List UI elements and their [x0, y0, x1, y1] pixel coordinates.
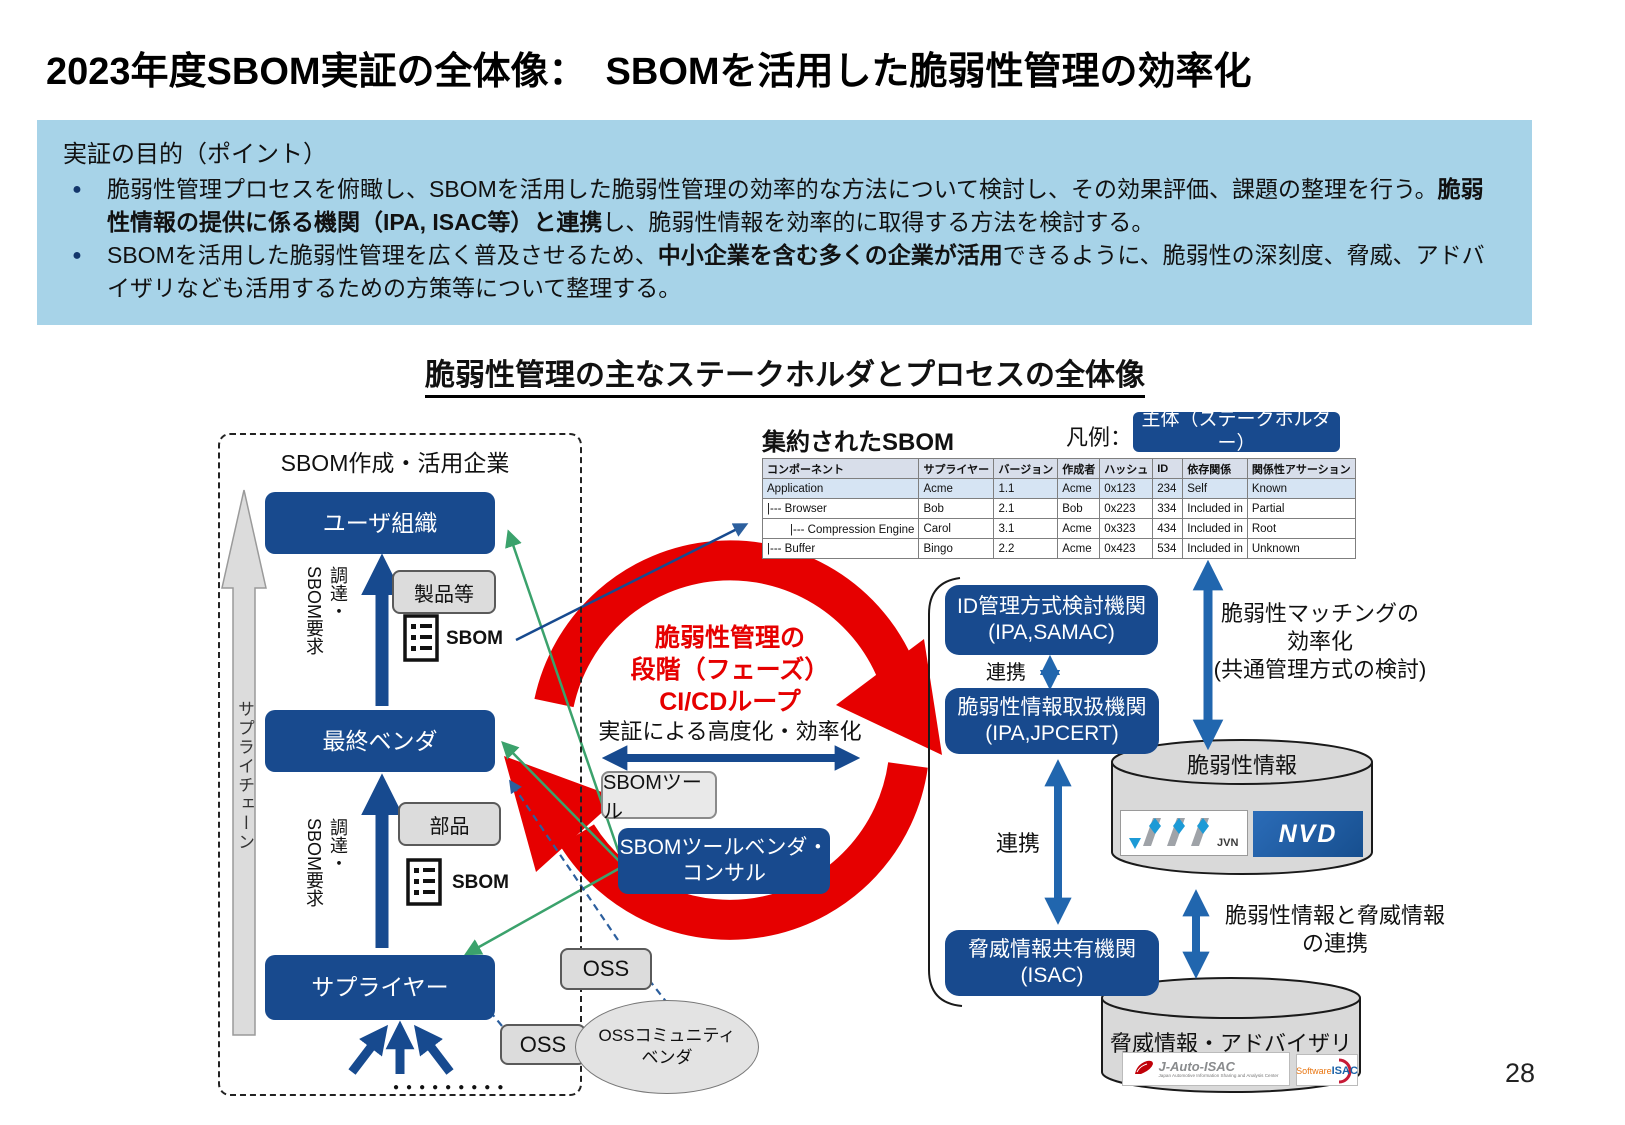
objective-heading: 実証の目的（ポイント） — [63, 141, 327, 168]
vuln-db-label: 脆弱性情報 — [1186, 753, 1297, 778]
sbom-label-1: SBOM — [446, 628, 503, 649]
legend-stakeholder-chip: 主体（ステークホルダー） — [1133, 409, 1340, 454]
arrows-into-supplier — [348, 1020, 454, 1075]
loop-text-block: 脆弱性管理の 段階（フェーズ） CI/CDループ 実証による高度化・効率化 — [575, 622, 885, 746]
supplier-box: サプライヤー — [265, 955, 495, 1020]
loop-arrowhead-right — [836, 639, 942, 755]
renkei-label-1: 連携 — [986, 662, 1026, 684]
objective-bullet-2: ● SBOMを活用した脆弱性管理を広く普及させるため、中小企業を含む多くの企業が… — [63, 239, 1506, 305]
threat-db-label: 脅威情報・アドバイザリ — [1109, 1031, 1352, 1056]
id-org-box: ID管理方式検討機関 (IPA,SAMAC) — [945, 585, 1158, 655]
threat-org-box: 脅威情報共有機関 (ISAC) — [945, 930, 1159, 996]
page-number: 28 — [1505, 1058, 1536, 1088]
sbom-tool-box: SBOMツール — [601, 771, 717, 823]
j-auto-isac-logo: J-Auto-ISAC Japan Automotive Information… — [1122, 1052, 1290, 1086]
company-group-label: SBOM作成・活用企業 — [280, 450, 510, 476]
loop-subtitle: 実証による高度化・効率化 — [598, 719, 862, 744]
tool-vendor-box: SBOMツールベンダ・ コンサル — [618, 828, 830, 894]
supply-chain-arrow — [221, 489, 267, 1036]
product-box: 製品等 — [392, 570, 496, 614]
matching-note: 脆弱性マッチングの 効率化 (共通管理方式の検討) — [1213, 601, 1427, 682]
j-auto-isac-text: J-Auto-ISAC — [1158, 1058, 1236, 1074]
page-title: 2023年度SBOM実証の全体像： SBOMを活用した脆弱性管理の効率化 — [46, 51, 1252, 93]
oss-box-2: OSS — [500, 1024, 586, 1065]
j-auto-isac-icon — [1135, 1060, 1154, 1074]
user-org-box: ユーザ組織 — [265, 492, 495, 554]
clipped-text-artifact: ●●●●●●●●● — [393, 1082, 511, 1093]
objective-bullet-2-text: SBOMを活用した脆弱性管理を広く普及させるため、中小企業を含む多くの企業が活用… — [107, 242, 1485, 301]
oss-box-1: OSS — [560, 948, 652, 990]
jvn-logo: JVN — [1120, 810, 1248, 856]
org-group-bracket — [928, 577, 963, 1007]
loop-line-2: 段階（フェーズ） — [630, 656, 830, 684]
loop-arrowhead-left — [504, 756, 618, 872]
jvn-logo-icon: JVN — [1121, 812, 1247, 854]
software-isac-arc-icon — [1338, 1058, 1352, 1084]
sbom-table-title: 集約されたSBOM — [762, 429, 954, 456]
procurement-label-1: 調達・ SBOM要求 — [304, 566, 348, 656]
link-note: 脆弱性情報と脅威情報 の連携 — [1224, 903, 1445, 956]
diagram-title: 脆弱性管理の主なステークホルダとプロセスの全体像 — [390, 350, 1180, 398]
objective-bullet-1-text: 脆弱性管理プロセスを俯瞰し、SBOMを活用した脆弱性管理の効率的な方法について検… — [107, 176, 1484, 235]
svg-text:JVN: JVN — [1217, 837, 1238, 849]
j-auto-isac-subtext: Japan Automotive Information Sharing and… — [1158, 1072, 1279, 1078]
renkei-label-2: 連携 — [996, 831, 1041, 856]
nvd-logo-text: NVD — [1278, 819, 1338, 848]
sbom-document-icon — [406, 858, 442, 906]
arrow-sbom-to-table — [515, 523, 749, 642]
legend-label: 凡例： — [1066, 425, 1133, 450]
supply-chain-label: サプライチェーン — [235, 700, 254, 852]
software-isac-logo: SoftwareISAC — [1296, 1054, 1358, 1086]
part-box: 部品 — [398, 802, 501, 846]
bullet-icon: ● — [72, 181, 82, 198]
nvd-logo: NVD — [1253, 811, 1363, 857]
final-vendor-box: 最終ベンダ — [265, 710, 495, 772]
oss-community-ellipse: OSSコミュニティ ベンダ — [575, 1000, 759, 1094]
objective-bullet-1: ● 脆弱性管理プロセスを俯瞰し、SBOMを活用した脆弱性管理の効率的な方法につい… — [63, 173, 1506, 239]
software-isac-text-1: Software — [1296, 1066, 1332, 1076]
vuln-org-box: 脆弱性情報取扱機関 (IPA,JPCERT) — [945, 688, 1159, 754]
loop-line-3: CI/CDループ — [659, 688, 801, 716]
loop-line-1: 脆弱性管理の — [654, 624, 805, 652]
sbom-label-2: SBOM — [452, 872, 509, 893]
sbom-document-icon — [403, 614, 439, 662]
objective-panel: 実証の目的（ポイント） ● 脆弱性管理プロセスを俯瞰し、SBOMを活用した脆弱性… — [37, 120, 1532, 325]
software-isac-text-2: ISAC — [1331, 1065, 1358, 1077]
procurement-label-2: 調達・ SBOM要求 — [304, 818, 348, 908]
bullet-icon: ● — [72, 247, 82, 264]
